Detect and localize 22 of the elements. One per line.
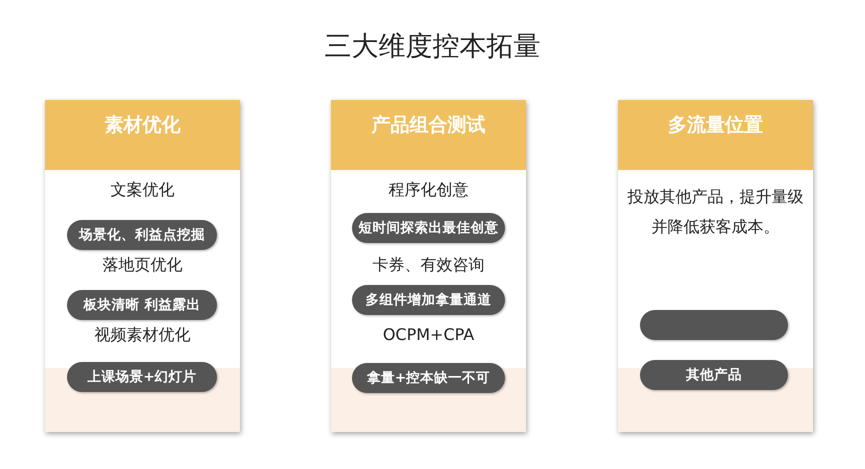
tag-pill	[640, 310, 788, 340]
tag-label: 其他产品	[640, 360, 788, 390]
card-heading: 产品组合测试	[370, 113, 486, 138]
card-heading: 多流量位置	[667, 113, 764, 138]
item-text: 落地页优化	[102, 254, 184, 276]
diagram-title: 三大维度控本拓量	[324, 30, 542, 64]
tag-label: 场景化、利益点挖掘	[67, 220, 217, 250]
item-text: 卡券、有效咨询	[372, 254, 486, 276]
tag-label: 拿量+控本缺一不可	[352, 363, 505, 393]
card	[331, 100, 526, 432]
item-text: 视频素材优化	[94, 324, 192, 346]
description-text: 投放其他产品，提升量级并降低获客成本。	[626, 186, 804, 238]
item-text: 程序化创意	[388, 179, 470, 201]
card	[618, 100, 813, 432]
tag-label: 上课场景+幻灯片	[67, 362, 217, 392]
tag-label: 多组件增加拿量通道	[352, 285, 505, 315]
tag-label: 板块清晰 利益露出	[67, 290, 217, 320]
item-text: OCPM+CPA	[382, 324, 476, 346]
tag-label: 短时间探索出最佳创意	[352, 213, 505, 243]
card	[45, 100, 240, 432]
item-text: 文案优化	[110, 179, 176, 201]
card-heading: 素材优化	[104, 113, 182, 138]
